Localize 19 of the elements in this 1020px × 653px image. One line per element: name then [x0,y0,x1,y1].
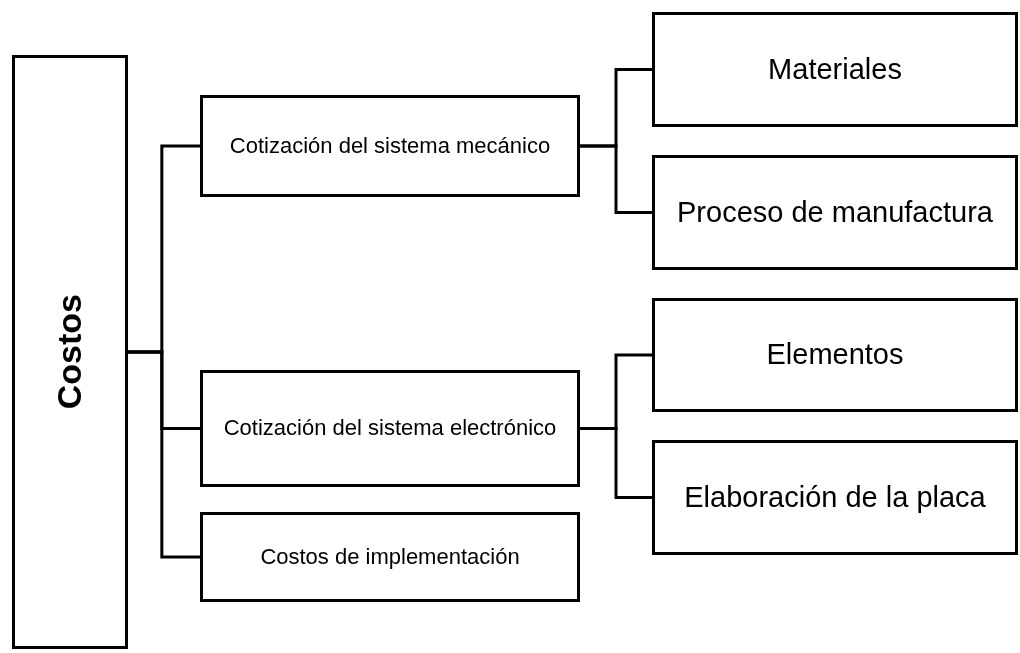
box-label: Elementos [766,339,904,371]
item-box [652,12,1018,127]
connector-line [580,144,652,214]
box-label: Materiales [768,53,902,86]
item-box [200,370,580,487]
item-box [652,155,1018,270]
connector-line [128,350,200,559]
box-label: Proceso de manufactura [677,196,993,229]
box-label: Cotización del sistema mecánico [229,133,551,159]
item-box [200,512,580,602]
item-box [200,95,580,197]
box-label: Costos [51,294,89,410]
item-box [652,440,1018,555]
box-label: Elaboración de la placa [684,481,986,514]
box-label: Cotización del sistema electrónico [223,416,557,441]
connector-line [580,427,652,499]
box-label: Costos de implementación [260,544,520,570]
item-box [652,298,1018,412]
category-box [12,55,128,649]
